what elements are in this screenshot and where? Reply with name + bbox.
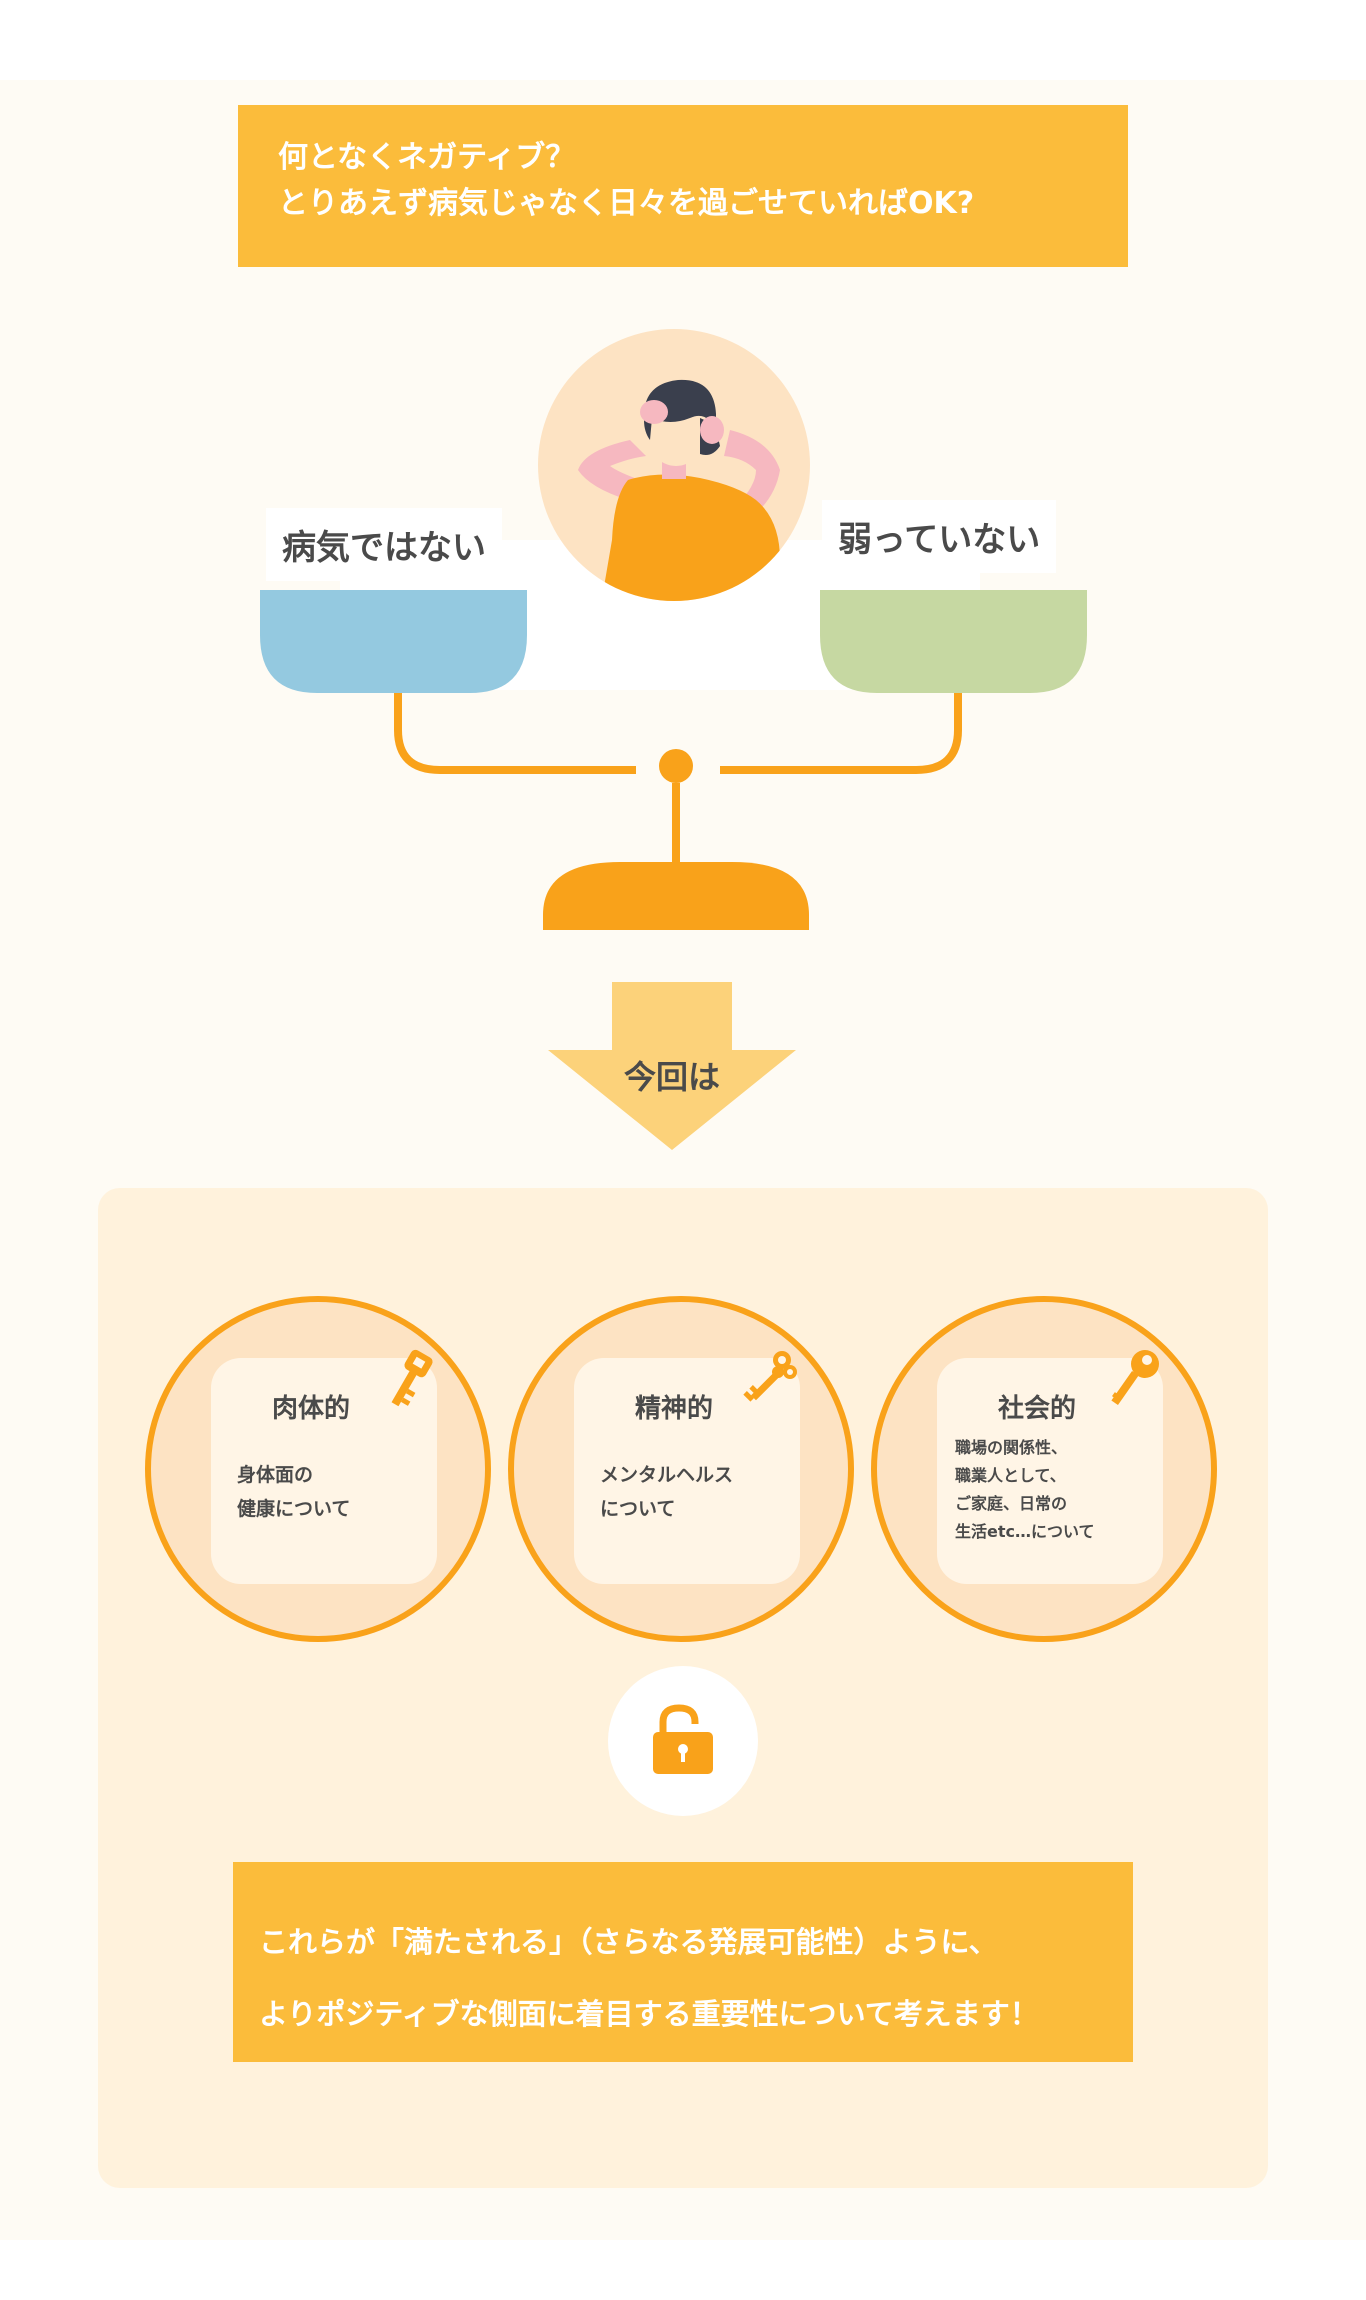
scale-left-arm: [394, 690, 636, 774]
card-desc-line: 職業人として、: [955, 1466, 1066, 1485]
top-banner: 何となくネガティブ？ とりあえず病気じゃなく日々を過ごせていればOK?: [238, 105, 1128, 267]
arrow-label: 今回は: [623, 1058, 720, 1096]
card-title: 社会的: [997, 1394, 1076, 1424]
card-title: 精神的: [634, 1394, 713, 1424]
left-bowl-label: 病気ではない: [266, 508, 502, 581]
scale-right-arm: [720, 690, 962, 774]
down-arrow: 今回は: [548, 982, 796, 1152]
scale-pivot: [659, 749, 693, 783]
top-banner-line1: 何となくネガティブ？: [278, 140, 576, 175]
down-arrow-icon: [548, 982, 796, 1150]
key-icon: [381, 1348, 437, 1416]
left-bowl: [260, 590, 527, 693]
scale-base: [543, 862, 809, 930]
card-desc-line: について: [600, 1498, 676, 1520]
card-desc-line: ご家庭、日常の: [955, 1494, 1068, 1513]
bottom-banner-line1: これらが「満たされる」（さらなる発展可能性）ように、: [259, 1925, 998, 1959]
card-desc-line: 職場の関係性、: [955, 1438, 1068, 1457]
bottom-banner: これらが「満たされる」（さらなる発展可能性）ように、 よりポジティブな側面に着目…: [233, 1862, 1133, 2062]
right-bowl-label: 弱っていない: [822, 500, 1057, 573]
worried-person-icon: [538, 329, 810, 601]
card-desc: 身体面の 健康について: [237, 1458, 427, 1526]
mental-card: 精神的 メンタルヘルス について: [574, 1351, 800, 1584]
bottom-banner-line2: よりポジティブな側面に着目する重要性について考えます！: [259, 1997, 1039, 2031]
right-bowl: [820, 590, 1087, 693]
balance-scale-illustration: [260, 329, 1087, 930]
round-key-icon: [1107, 1348, 1163, 1412]
card-desc: 職場の関係性、 職業人として、 ご家庭、日常の 生活etc…について: [955, 1434, 1145, 1546]
card-desc: メンタルヘルス について: [600, 1458, 790, 1526]
card-desc-line: 身体面の: [237, 1464, 314, 1486]
unlocked-padlock-icon: [653, 1704, 713, 1774]
social-circle: 社会的 職場の関係性、 職業人として、 ご家庭、日常の 生活etc…について: [871, 1296, 1217, 1642]
card-desc-line: メンタルヘルス: [600, 1464, 734, 1486]
antique-key-icon: [740, 1348, 800, 1412]
card-desc-line: 生活etc…について: [955, 1522, 1095, 1541]
mental-circle: 精神的 メンタルヘルス について: [508, 1296, 854, 1642]
physical-card: 肉体的 身体面の 健康について: [211, 1349, 437, 1584]
social-card: 社会的 職場の関係性、 職業人として、 ご家庭、日常の 生活etc…について: [937, 1350, 1163, 1584]
lock-circle: [608, 1666, 758, 1816]
top-banner-line2: とりあえず病気じゃなく日々を過ごせていればOK?: [278, 186, 975, 221]
physical-circle: 肉体的 身体面の 健康について: [145, 1296, 491, 1642]
card-title: 肉体的: [271, 1394, 350, 1424]
card-desc-line: 健康について: [237, 1498, 351, 1520]
